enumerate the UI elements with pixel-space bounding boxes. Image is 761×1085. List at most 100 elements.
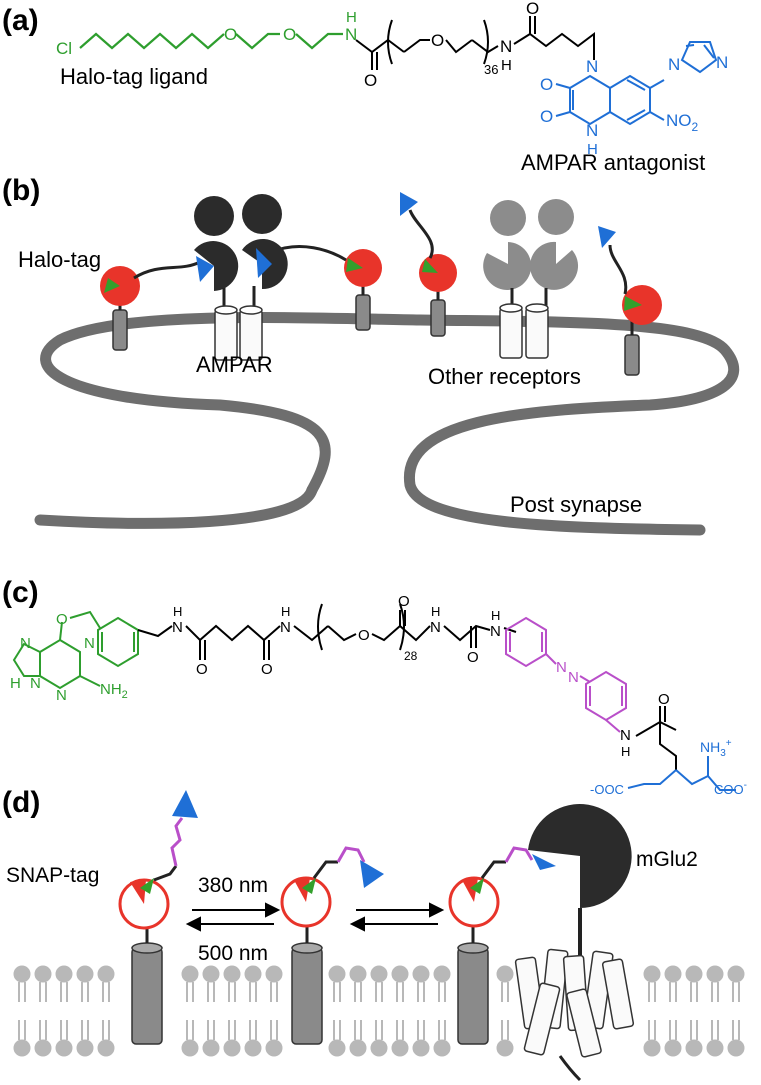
carbonyl-c5: O <box>658 691 670 708</box>
postsynaptic-membrane <box>40 312 740 536</box>
halo-anchor-3 <box>400 192 457 337</box>
lipid-head <box>265 965 283 983</box>
azobenzene-structure <box>505 616 627 733</box>
lipid-head <box>181 965 199 983</box>
amide4-nitrogen: N <box>490 623 501 640</box>
lipid-head <box>13 1039 31 1057</box>
panel-d-label: (d) <box>2 786 40 819</box>
amide2-nitrogen: N <box>280 619 291 636</box>
ammonium-group: NH3+ <box>700 738 732 759</box>
other-receptors <box>483 199 579 359</box>
ether-oxygen: O <box>56 611 68 628</box>
imidazole-nitrogen-2: N <box>716 53 728 72</box>
peg-oxygen: O <box>431 31 444 50</box>
lipid-head <box>34 1039 52 1057</box>
carboxylate-1: -OOC <box>590 782 624 797</box>
lipid-head <box>328 1039 346 1057</box>
purine-n9-hydrogen: H <box>10 675 21 692</box>
panel-b-label: (b) <box>2 174 40 207</box>
lipid-head <box>76 965 94 983</box>
quinoxaline-oxygen-2: O <box>540 107 553 126</box>
peg-linker-structure <box>355 19 499 70</box>
lipid-head <box>496 1039 514 1057</box>
lipid-head <box>13 965 31 983</box>
carbonyl-c2: O <box>261 661 273 678</box>
lipid-head <box>202 965 220 983</box>
lipid-head <box>727 1039 745 1057</box>
azo-nitrogen-2: N <box>568 669 579 686</box>
carboxylate-2: COO- <box>714 780 747 797</box>
halo-tag-label: Halo-tag <box>18 247 101 272</box>
amide1-nitrogen: N <box>172 619 183 636</box>
amide-hydrogen-2: H <box>501 57 512 74</box>
amide2-hydrogen: H <box>281 604 290 619</box>
azo-nitrogen-1: N <box>556 659 567 676</box>
membrane-lower-left <box>34 484 318 529</box>
snap-tag-cis <box>280 846 384 1045</box>
amide3-hydrogen: H <box>431 604 440 619</box>
ether-oxygen-2: O <box>283 25 296 44</box>
imidazole-nitrogen-1: N <box>668 55 680 74</box>
quinoxaline-nitrogen: N <box>586 57 598 76</box>
carbonyl-c1: O <box>196 661 208 678</box>
snap-tag-label: SNAP-tag <box>6 864 99 887</box>
purine-n1: N <box>84 635 95 652</box>
lipid-head <box>706 1039 724 1057</box>
lipid-head <box>643 965 661 983</box>
photoswitch-arrows <box>185 902 281 932</box>
mglu2-label: mGlu2 <box>636 848 698 871</box>
peg-oxygen: O <box>358 627 370 644</box>
carbonyl-c4: O <box>467 649 479 666</box>
wavelength-forward-label: 380 nm <box>198 874 268 897</box>
lipid-head <box>181 1039 199 1057</box>
snap-tag-trans <box>118 790 198 1045</box>
lipid-head <box>433 965 451 983</box>
lipid-head <box>685 1039 703 1057</box>
lipid-head <box>244 965 262 983</box>
amide5-nitrogen: N <box>620 727 631 744</box>
lipid-head <box>706 965 724 983</box>
lipid-head <box>223 1039 241 1057</box>
ampar-receptor <box>194 194 288 361</box>
panel-c: (c) <box>2 576 747 797</box>
antagonist-caption: AMPAR antagonist <box>521 150 705 175</box>
purine-n3: N <box>56 687 67 704</box>
lipid-head <box>391 965 409 983</box>
panel-c-label: (c) <box>2 576 39 609</box>
lipid-bilayer <box>13 965 745 1057</box>
ampar-label: AMPAR <box>196 352 273 377</box>
halo-ligand-caption: Halo-tag ligand <box>60 64 208 89</box>
mglu2-receptor <box>514 804 635 1082</box>
carbonyl-c3: O <box>398 593 410 610</box>
quinoxaline-hydrogen: H <box>587 141 598 158</box>
antagonist-structure <box>555 41 718 126</box>
lipid-head <box>265 1039 283 1057</box>
amide-hydrogen-1: H <box>346 9 357 26</box>
lipid-head <box>97 965 115 983</box>
lipid-head <box>685 965 703 983</box>
purine-n9: N <box>30 675 41 692</box>
lipid-head <box>97 1039 115 1057</box>
halo-anchor-1 <box>100 266 140 351</box>
lipid-head <box>349 965 367 983</box>
lipid-head <box>349 1039 367 1057</box>
amide-nitrogen-1: N <box>345 25 357 44</box>
lipid-head <box>223 965 241 983</box>
amide-nitrogen-2: N <box>500 37 512 56</box>
benzylguanine-structure <box>12 610 139 690</box>
lipid-head <box>664 1039 682 1057</box>
lipid-head <box>34 965 52 983</box>
tether-left <box>133 260 201 280</box>
lipid-head <box>370 965 388 983</box>
amide3-nitrogen: N <box>430 619 441 636</box>
binding-arrows <box>349 902 445 932</box>
lipid-head <box>664 965 682 983</box>
snap-tag-bound <box>448 846 534 1045</box>
halo-anchor-4 <box>598 226 662 376</box>
glutamate-structure <box>627 756 736 791</box>
panel-d: (d) <box>2 786 745 1082</box>
lipid-head <box>328 965 346 983</box>
panel-b: (b) <box>2 174 740 536</box>
quinoxaline-oxygen-1: O <box>540 75 553 94</box>
